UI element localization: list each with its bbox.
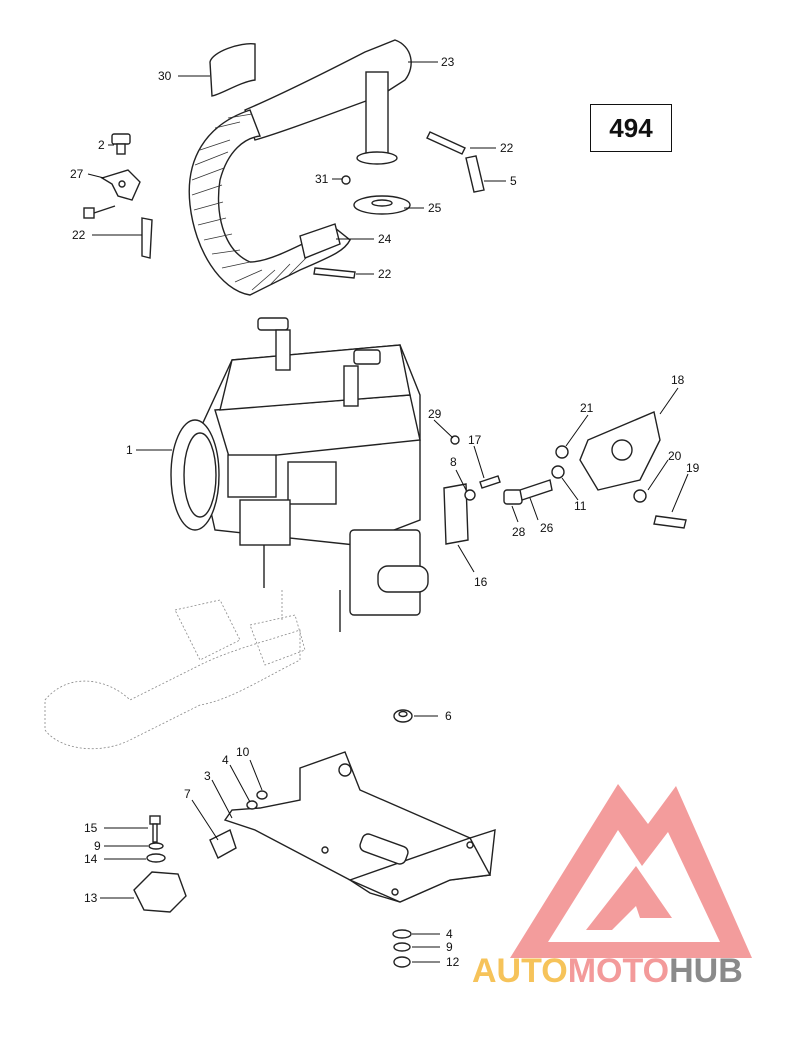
- nut-6: [393, 709, 413, 723]
- callout-28: 28: [512, 525, 526, 539]
- lower-left-hardware: [133, 815, 237, 913]
- callout-11: 11: [574, 499, 587, 513]
- callout-22: 22: [378, 267, 392, 281]
- callout-22: 22: [72, 228, 86, 242]
- page-number-box: 494: [590, 104, 672, 152]
- watermark-hub: HUB: [669, 952, 743, 990]
- ghost-manifold: [44, 590, 306, 750]
- callout-22: 22: [500, 141, 514, 155]
- callout-7: 7: [184, 787, 191, 801]
- callout-14: 14: [84, 852, 98, 866]
- callout-27: 27: [70, 167, 84, 181]
- engine-right-hardware: [443, 411, 687, 545]
- callout-29: 29: [428, 407, 442, 421]
- engine-block: [170, 317, 429, 632]
- callout-21: 21: [580, 401, 594, 415]
- callout-17: 17: [468, 433, 482, 447]
- callout-1: 1: [126, 443, 133, 457]
- callout-20: 20: [668, 449, 682, 463]
- watermark-moto: MOTO: [567, 952, 670, 990]
- watermark-auto: AUTO: [472, 952, 568, 990]
- callout-12: 12: [446, 955, 460, 969]
- callout-26: 26: [540, 521, 554, 535]
- callout-13: 13: [84, 891, 98, 905]
- callout-19: 19: [686, 461, 700, 475]
- callout-5: 5: [510, 174, 517, 188]
- callout-10: 10: [236, 745, 250, 759]
- callout-4: 4: [446, 927, 453, 941]
- lower-right-stack: [246, 790, 412, 968]
- callout-4: 4: [222, 753, 229, 767]
- upper-right-hardware: [313, 131, 485, 279]
- callout-2: 2: [98, 138, 105, 152]
- leader-lines: [87, 61, 689, 963]
- callout-23: 23: [441, 55, 455, 69]
- callout-24: 24: [378, 232, 392, 246]
- callout-9: 9: [94, 839, 101, 853]
- callout-25: 25: [428, 201, 442, 215]
- callout-6: 6: [445, 709, 452, 723]
- engine-mount-plate: [223, 751, 496, 903]
- callout-9: 9: [446, 940, 453, 954]
- exhaust-pipe: [188, 39, 412, 296]
- upper-left-hardware: [83, 133, 153, 259]
- callout-3: 3: [204, 769, 211, 783]
- callout-8: 8: [450, 455, 457, 469]
- watermark-logo: [510, 784, 752, 958]
- callout-30: 30: [158, 69, 172, 83]
- callout-15: 15: [84, 821, 98, 835]
- watermark-text: AUTOMOTOHUB: [472, 952, 743, 991]
- callout-18: 18: [671, 373, 685, 387]
- callout-31: 31: [315, 172, 329, 186]
- pipe-sleeve: [209, 43, 256, 97]
- callout-labels: 30 23 2 27 22 31 22 5 25 24 22 18 1 29 1…: [70, 55, 700, 969]
- callout-16: 16: [474, 575, 488, 589]
